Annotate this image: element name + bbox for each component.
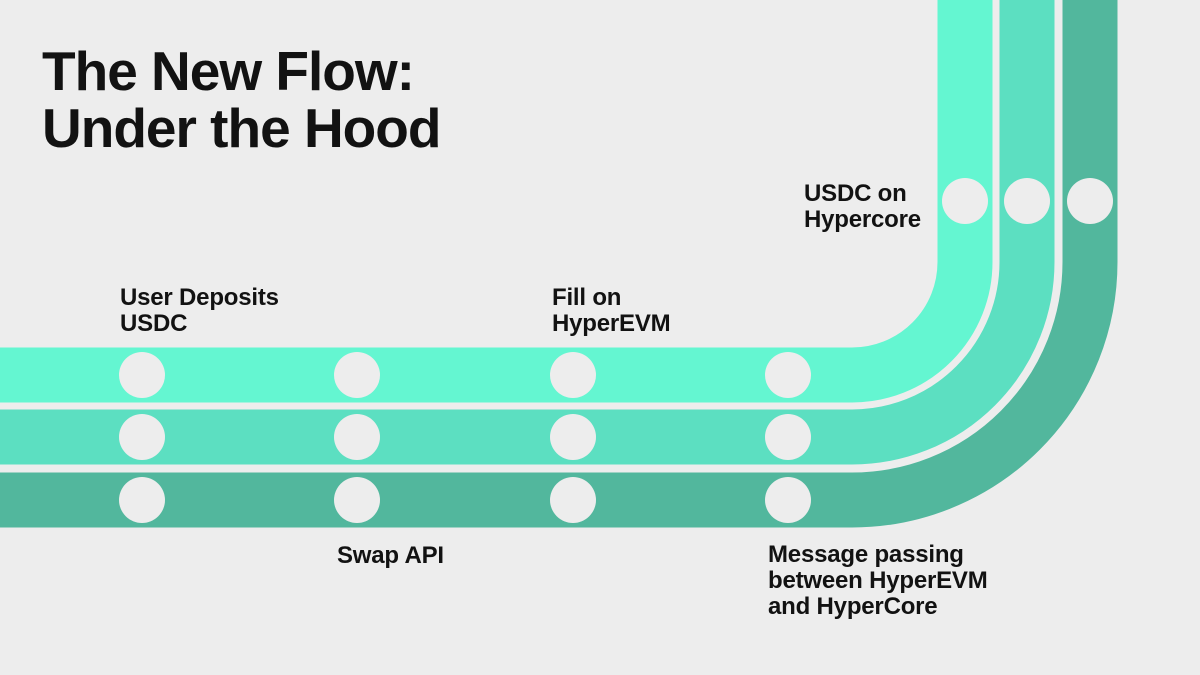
page-title: The New Flow: Under the Hood: [42, 40, 441, 159]
station-node: [942, 178, 988, 224]
station-node: [334, 414, 380, 460]
station-node: [550, 477, 596, 523]
station-node: [765, 352, 811, 398]
label-line: Fill on: [552, 284, 622, 311]
track-top: [0, 0, 993, 403]
station-node: [1067, 178, 1113, 224]
label-line: and HyperCore: [768, 593, 938, 620]
label-line: USDC on: [804, 180, 907, 207]
station-node: [550, 414, 596, 460]
label-message-passing: Message passing between HyperEVM and Hyp…: [768, 542, 988, 620]
label-line: Message passing: [768, 541, 964, 568]
station-node: [765, 414, 811, 460]
label-line: Swap API: [337, 542, 444, 569]
label-swap-api: Swap API: [337, 543, 444, 569]
label-usdc-on-hypercore: USDC on Hypercore: [804, 181, 921, 233]
label-fill-on-hyperevm: Fill on HyperEVM: [552, 284, 671, 337]
station-node: [119, 352, 165, 398]
label-line: Hypercore: [804, 206, 921, 233]
station-node: [334, 477, 380, 523]
label-line: User Deposits: [120, 284, 279, 311]
track-middle: [0, 0, 1055, 465]
track-bottom: [0, 0, 1118, 528]
page-title-line: Under the Hood: [42, 97, 441, 159]
station-node: [119, 414, 165, 460]
label-line: HyperEVM: [552, 310, 671, 337]
station-node: [1004, 178, 1050, 224]
station-node: [334, 352, 380, 398]
station-node: [550, 352, 596, 398]
station-node: [765, 477, 811, 523]
station-node: [119, 477, 165, 523]
label-line: USDC: [120, 310, 188, 337]
stations-layer: [119, 178, 1113, 523]
label-line: between HyperEVM: [768, 567, 988, 594]
page-title-line: The New Flow:: [42, 40, 415, 102]
label-user-deposits-usdc: User Deposits USDC: [120, 285, 279, 337]
